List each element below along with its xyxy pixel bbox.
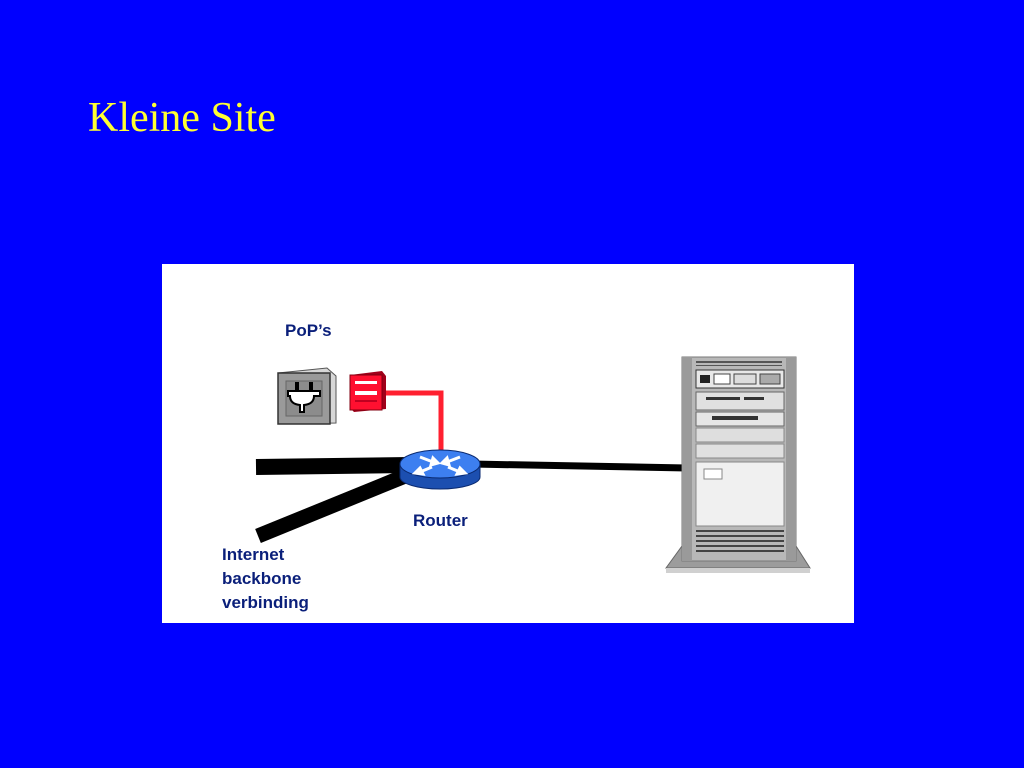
pops-label: PoP’s xyxy=(285,321,332,340)
red-modem-icon xyxy=(349,371,386,412)
router-icon xyxy=(399,449,481,490)
router-server-link xyxy=(471,460,688,472)
internet-backbone-label: Internet backbone verbinding xyxy=(222,543,309,615)
router-label: Router xyxy=(413,511,468,530)
server-rack-icon xyxy=(665,356,811,573)
internet-label-line-1: Internet xyxy=(222,545,285,564)
diagram-canvas xyxy=(255,356,811,573)
network-diagram: PoP’s Router Internet backbone verbindin… xyxy=(162,264,854,623)
backbone-line-horizontal xyxy=(255,457,411,475)
internet-label-line-3: verbinding xyxy=(222,593,309,612)
slide-title: Kleine Site xyxy=(88,95,276,141)
power-plug-icon xyxy=(277,367,337,425)
pop-router-link xyxy=(382,390,444,454)
backbone-line-diagonal xyxy=(255,467,413,543)
internet-label-line-2: backbone xyxy=(222,569,302,588)
backbone-links xyxy=(255,457,688,543)
